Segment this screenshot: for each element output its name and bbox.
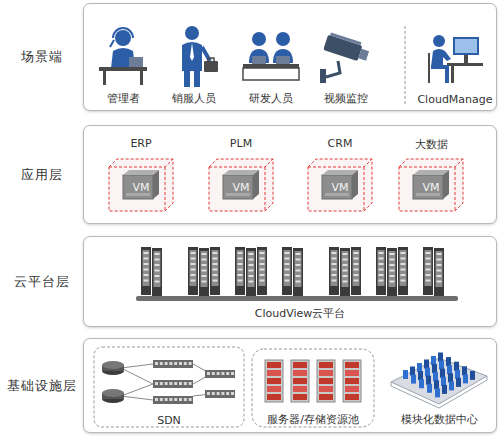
platform-label: CloudView云平台 (255, 306, 346, 321)
caption: SDN (157, 414, 181, 427)
application-name: PLM (230, 137, 252, 150)
layer-label: 场景端 (4, 48, 80, 66)
vm-label: VM (422, 181, 439, 194)
icon-figure: CloudManage (414, 23, 496, 107)
caption: 视频监控 (324, 91, 368, 106)
layer-label: 云平台层 (4, 273, 80, 291)
layer-band: 场景端管理者销服人员研发人员视频监控CloudManage (83, 3, 497, 111)
icon-figure: 销服人员 (164, 23, 224, 107)
application-box: ERP VM (103, 137, 179, 213)
application-box: 大数据 VM (393, 137, 469, 213)
icon-figure: 视频监控 (313, 23, 379, 107)
caption: 销服人员 (172, 91, 216, 106)
caption: 模块化数据中心 (401, 412, 478, 427)
application-name: 大数据 (415, 137, 448, 152)
caption: 服务器/存储资源池 (267, 412, 359, 427)
vm-label: VM (232, 181, 249, 194)
caption: 管理者 (107, 91, 140, 106)
caption: CloudManage (417, 93, 492, 106)
vm-label: VM (331, 181, 348, 194)
layer-label: 应用层 (4, 166, 80, 184)
icon-figure: 模块化数据中心 (385, 346, 493, 428)
resource-group: 服务器/存储资源池 (251, 346, 375, 428)
layer-band: 基础设施层SDN服务器/存储资源池模块化数据中心 (83, 338, 497, 433)
application-box: CRM VM (302, 137, 378, 213)
application-name: CRM (328, 137, 353, 150)
resource-group: SDN (93, 346, 245, 428)
layer-band: 应用层ERPVMPLMVMCRMVM大数据VM (83, 125, 497, 224)
layer-label: 基础设施层 (4, 377, 80, 395)
application-box: PLM VM (203, 137, 279, 213)
application-name: ERP (130, 137, 151, 150)
icon-figure: 管理者 (93, 23, 153, 107)
vm-label: VM (132, 181, 149, 194)
icon-figure: 研发人员 (235, 23, 307, 107)
caption: 研发人员 (249, 91, 293, 106)
